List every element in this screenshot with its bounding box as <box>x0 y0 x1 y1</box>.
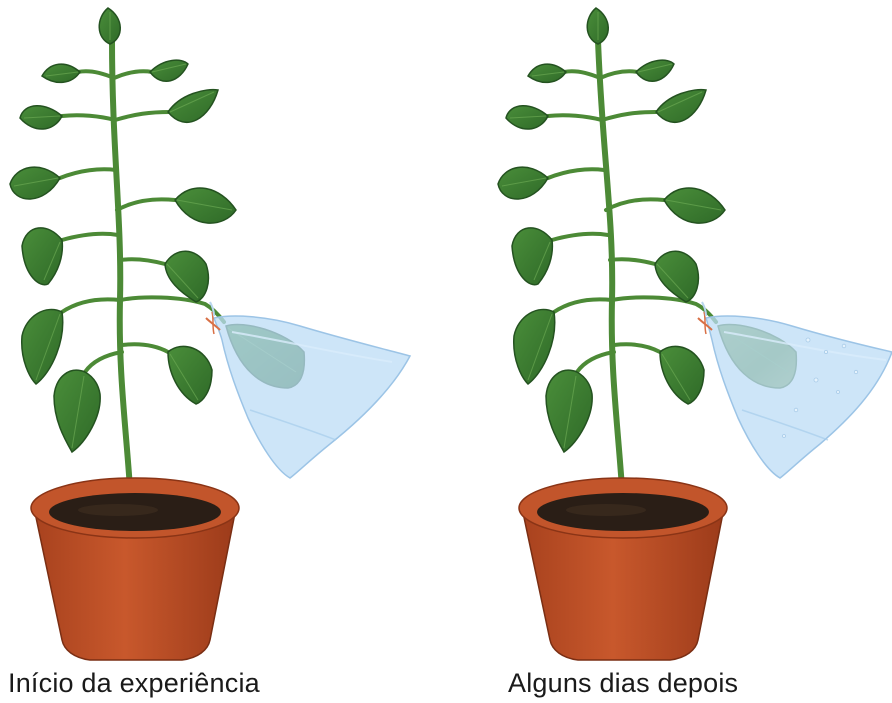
flower-pot <box>519 478 727 660</box>
stem <box>598 40 624 520</box>
stem <box>112 40 132 520</box>
plastic-bag-icon <box>206 302 410 478</box>
plastic-bag-icon <box>698 302 892 478</box>
panel-start: Início da experiência <box>0 0 446 703</box>
potted-plant-icon <box>446 0 892 662</box>
flower-pot <box>31 478 239 660</box>
caption-later: Alguns dias depois <box>508 668 738 699</box>
caption-start: Início da experiência <box>8 668 260 699</box>
potted-plant-icon <box>0 0 446 662</box>
panel-later: Alguns dias depois <box>446 0 892 703</box>
